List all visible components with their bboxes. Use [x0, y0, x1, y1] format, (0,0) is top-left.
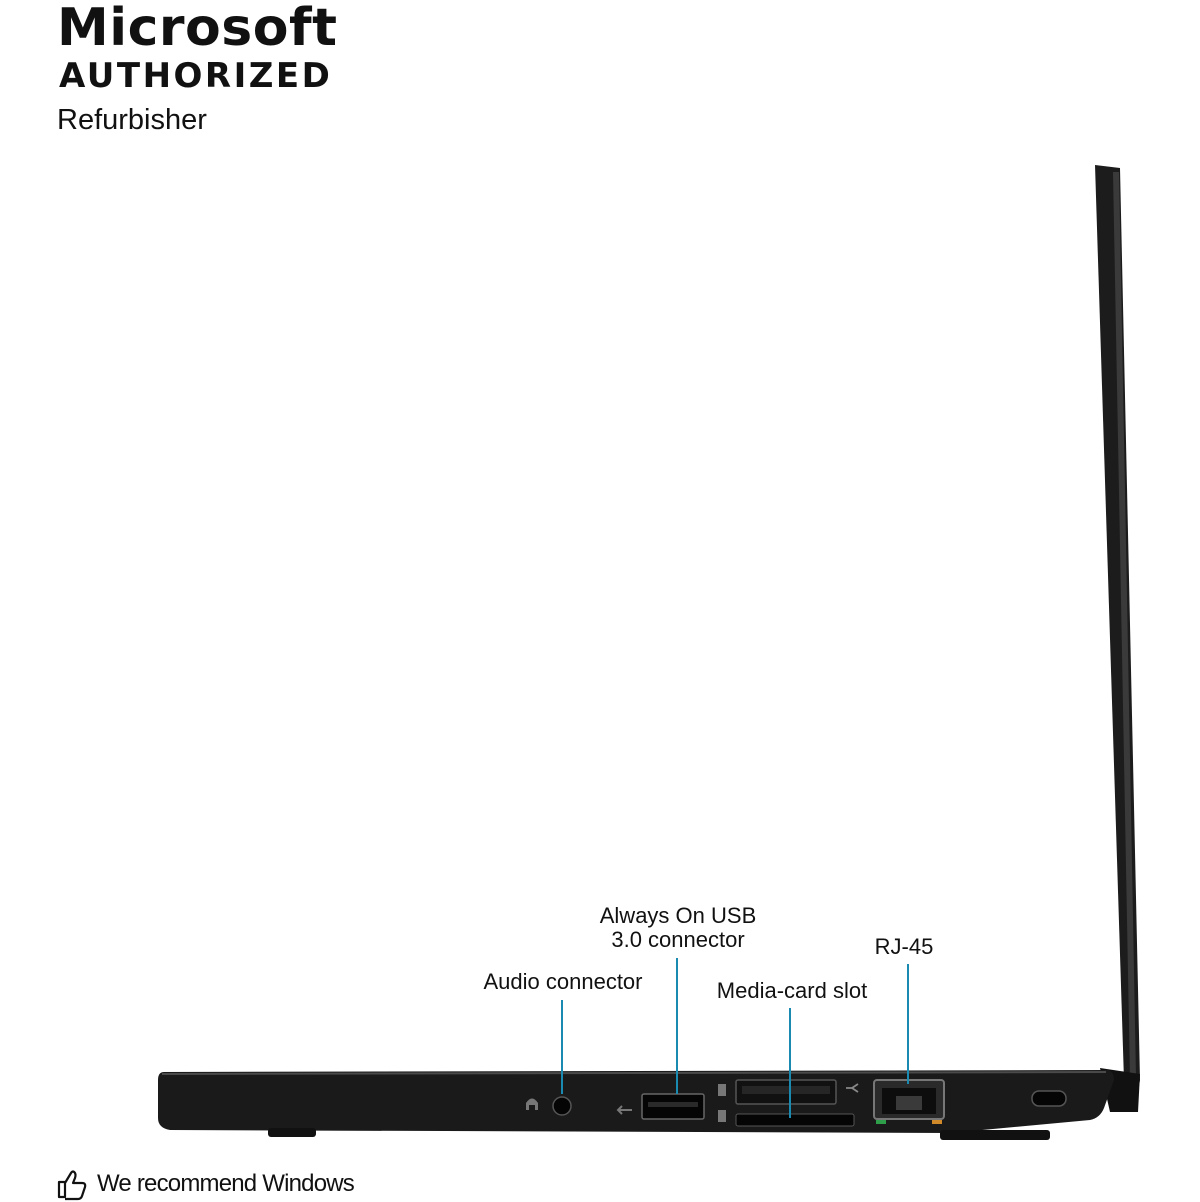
- audio-connector-label: Audio connector: [483, 969, 643, 994]
- laptop-foot-left: [268, 1128, 316, 1137]
- rj45-label: RJ-45: [874, 934, 934, 959]
- laptop-base: [158, 1070, 1114, 1133]
- media-card-slot-label: Media-card slot: [716, 978, 868, 1003]
- security-lock-slot: [1031, 1090, 1067, 1107]
- windows-recommendation: We recommend Windows: [55, 1166, 355, 1202]
- media-card-slot: [718, 1079, 859, 1127]
- usb-connector-label: Always On USB 3.0 connector: [570, 904, 786, 952]
- usb-port: [616, 1093, 705, 1120]
- usb-label-line2: 3.0 connector: [611, 927, 745, 952]
- rj45-port: [873, 1079, 945, 1124]
- logo-refurbisher: Refurbisher: [57, 104, 207, 136]
- logo-brand: Microsoft: [57, 0, 338, 58]
- windows-recommendation-text: We recommend Windows: [97, 1170, 355, 1197]
- audio-connector-port: [526, 1096, 572, 1116]
- thumbs-up-icon: [57, 1170, 87, 1201]
- logo-authorized: AUTHORIZED: [59, 56, 333, 96]
- usb-label-line1: Always On USB: [599, 903, 757, 928]
- laptop-foot-right: [940, 1130, 1050, 1140]
